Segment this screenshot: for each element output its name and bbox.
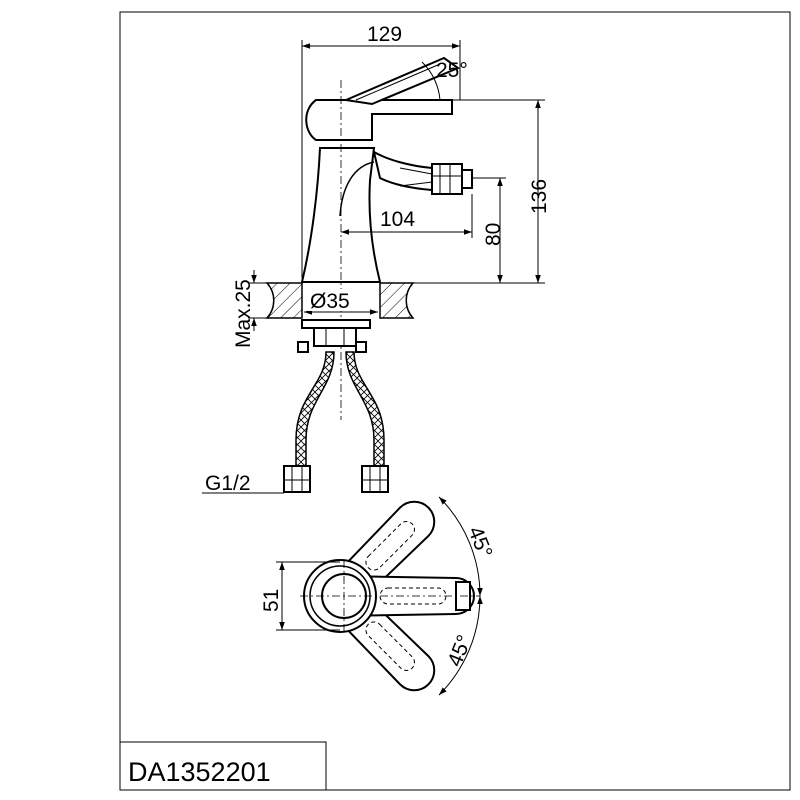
side-view-dimensions: 129 25° 136 80 104 Max.25 Ø35 G1/2 xyxy=(202,23,551,495)
dim-spout-height: 80 xyxy=(482,223,505,246)
hose-fitting-right xyxy=(361,465,389,493)
cartridge-cap xyxy=(305,99,453,141)
hose-fitting-left xyxy=(283,465,311,493)
dim-thread-size: G1/2 xyxy=(205,472,251,495)
dim-spout-reach: 104 xyxy=(380,208,415,231)
deck-right-section xyxy=(379,282,415,319)
faucet-spout xyxy=(372,149,433,192)
dim-rotation-angle-upper: 45° xyxy=(463,523,496,561)
dim-plan-depth: 51 xyxy=(260,589,283,612)
hose-right xyxy=(345,351,385,467)
dim-lever-angle: 25° xyxy=(436,59,468,82)
deck-left-section xyxy=(265,282,303,319)
dim-base-diameter: Ø35 xyxy=(310,290,350,313)
mounting-nut xyxy=(313,327,357,347)
plan-view xyxy=(300,500,480,692)
dim-overall-height: 136 xyxy=(528,179,551,214)
spout-aerator xyxy=(431,163,463,195)
title-block xyxy=(120,741,327,790)
sheet-border xyxy=(119,11,791,791)
mounting-washer xyxy=(301,319,371,329)
dim-arc-rotation-upper xyxy=(438,496,483,597)
model-code: DA1352201 xyxy=(128,757,271,787)
dim-overall-width: 129 xyxy=(367,23,402,46)
dim-rotation-angle-lower: 45° xyxy=(443,632,476,670)
side-view xyxy=(265,56,473,493)
dim-max-deck-thickness: Max.25 xyxy=(232,279,255,348)
dim-arc-rotation-lower xyxy=(438,595,483,696)
dim-arc-lever-angle xyxy=(421,61,441,101)
hose-left xyxy=(295,351,335,467)
